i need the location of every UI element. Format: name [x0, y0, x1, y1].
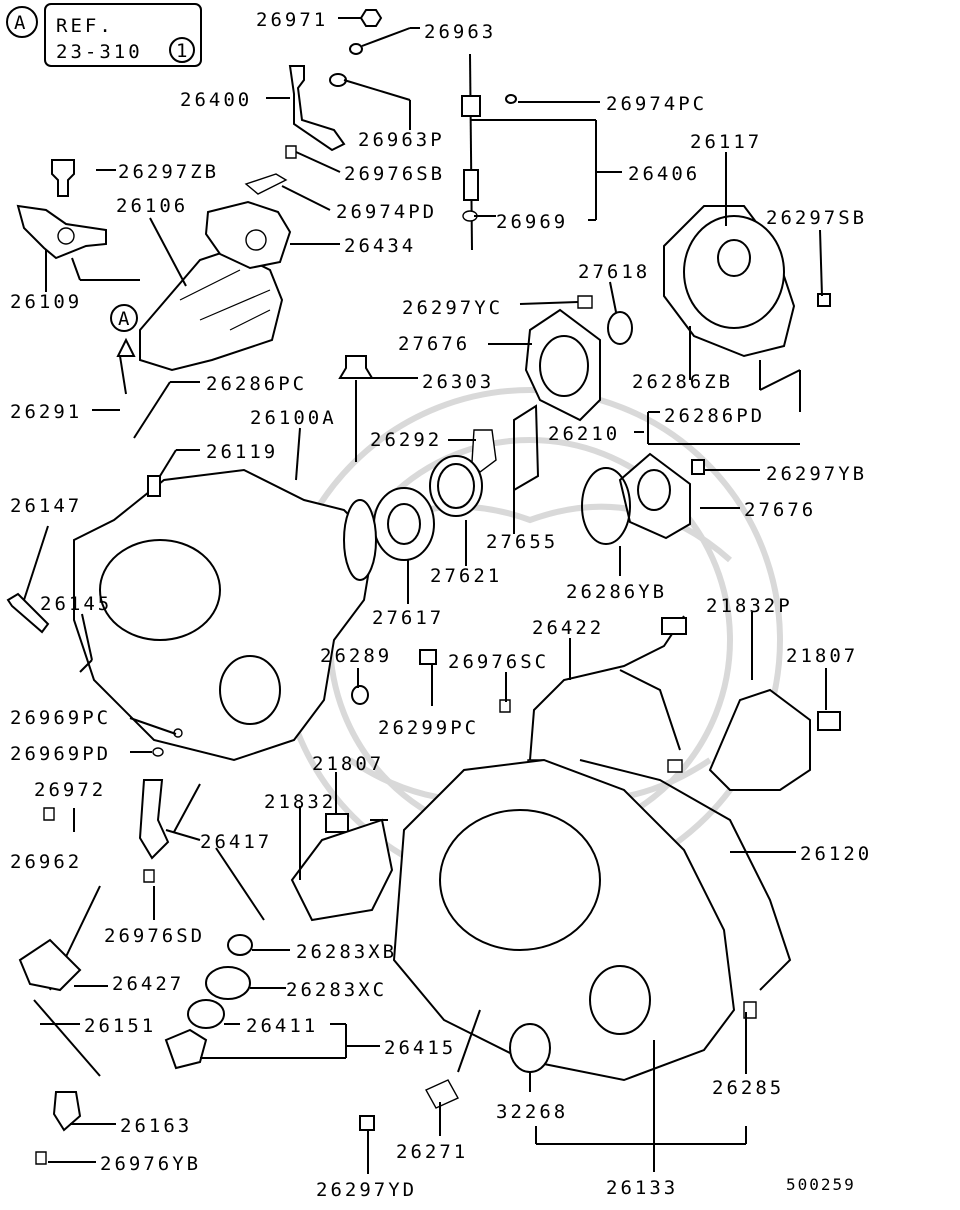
- label-27617: 27617: [372, 607, 444, 629]
- label-26427: 26427: [112, 973, 184, 995]
- label-26976sd: 26976SD: [104, 925, 205, 947]
- label-26963: 26963: [424, 21, 496, 43]
- ref-line2: 23-310: [56, 41, 143, 63]
- label-26286yb: 26286YB: [566, 581, 667, 603]
- callout-a: A: [118, 308, 132, 330]
- ref-box: A REF. 23-310 1: [6, 3, 202, 67]
- label-26285: 26285: [712, 1077, 784, 1099]
- label-21807-right: 21807: [786, 645, 858, 667]
- label-26119: 26119: [206, 441, 278, 463]
- label-26297zb: 26297ZB: [118, 161, 219, 183]
- label-26411: 26411: [246, 1015, 318, 1037]
- part-labels: 26971 26963 26400 26974PC 26963P 26117 2…: [10, 9, 872, 1201]
- label-26286zb: 26286ZB: [632, 371, 733, 393]
- label-26976sc: 26976SC: [448, 651, 549, 673]
- label-26286pd: 26286PD: [664, 405, 765, 427]
- label-26963p: 26963P: [358, 129, 445, 151]
- ref-line1: REF.: [56, 15, 114, 37]
- label-26106: 26106: [116, 195, 188, 217]
- diagram-id: 500259: [786, 1175, 856, 1194]
- label-26969pd: 26969PD: [10, 743, 111, 765]
- label-26422: 26422: [532, 617, 604, 639]
- label-26289: 26289: [320, 645, 392, 667]
- label-26145: 26145: [40, 593, 112, 615]
- label-26297sb: 26297SB: [766, 207, 867, 229]
- label-26292: 26292: [370, 429, 442, 451]
- label-21832: 21832: [264, 791, 336, 813]
- label-26133: 26133: [606, 1177, 678, 1199]
- label-26976yb: 26976YB: [100, 1153, 201, 1175]
- label-27621: 27621: [430, 565, 502, 587]
- label-27618: 27618: [578, 261, 650, 283]
- leader-lines: [23, 17, 827, 1174]
- label-26972: 26972: [34, 779, 106, 801]
- label-27676-bot: 27676: [744, 499, 816, 521]
- label-26297yb: 26297YB: [766, 463, 867, 485]
- label-26100a: 26100A: [250, 407, 337, 429]
- label-32268: 32268: [496, 1101, 568, 1123]
- label-21807-mid: 21807: [312, 753, 384, 775]
- label-27655: 27655: [486, 531, 558, 553]
- label-26283xb: 26283XB: [296, 941, 397, 963]
- label-26297yd: 26297YD: [316, 1179, 417, 1201]
- label-26271: 26271: [396, 1141, 468, 1163]
- label-26400: 26400: [180, 89, 252, 111]
- label-26417: 26417: [200, 831, 272, 853]
- label-21832p: 21832P: [706, 595, 793, 617]
- label-26969pc: 26969PC: [10, 707, 111, 729]
- label-27676-top: 27676: [398, 333, 470, 355]
- ref-circled: 1: [176, 40, 190, 62]
- label-26120: 26120: [800, 843, 872, 865]
- label-26291: 26291: [10, 401, 82, 423]
- label-26283xc: 26283XC: [286, 979, 387, 1001]
- label-26415: 26415: [384, 1037, 456, 1059]
- label-26976sb: 26976SB: [344, 163, 445, 185]
- label-26974pc: 26974PC: [606, 93, 707, 115]
- label-26147: 26147: [10, 495, 82, 517]
- label-26299pc: 26299PC: [378, 717, 479, 739]
- label-26151: 26151: [84, 1015, 156, 1037]
- label-26406: 26406: [628, 163, 700, 185]
- label-26163: 26163: [120, 1115, 192, 1137]
- part-shapes: [6, 9, 841, 1165]
- label-26303: 26303: [422, 371, 494, 393]
- label-26969-top: 26969: [496, 211, 568, 233]
- ref-marker: A: [14, 12, 28, 34]
- label-26286pc: 26286PC: [206, 373, 307, 395]
- label-26117: 26117: [690, 131, 762, 153]
- label-26974pd: 26974PD: [336, 201, 437, 223]
- label-26109: 26109: [10, 291, 82, 313]
- label-26210: 26210: [548, 423, 620, 445]
- label-26297yc: 26297YC: [402, 297, 503, 319]
- label-26962: 26962: [10, 851, 82, 873]
- label-26434: 26434: [344, 235, 416, 257]
- label-26971: 26971: [256, 9, 328, 31]
